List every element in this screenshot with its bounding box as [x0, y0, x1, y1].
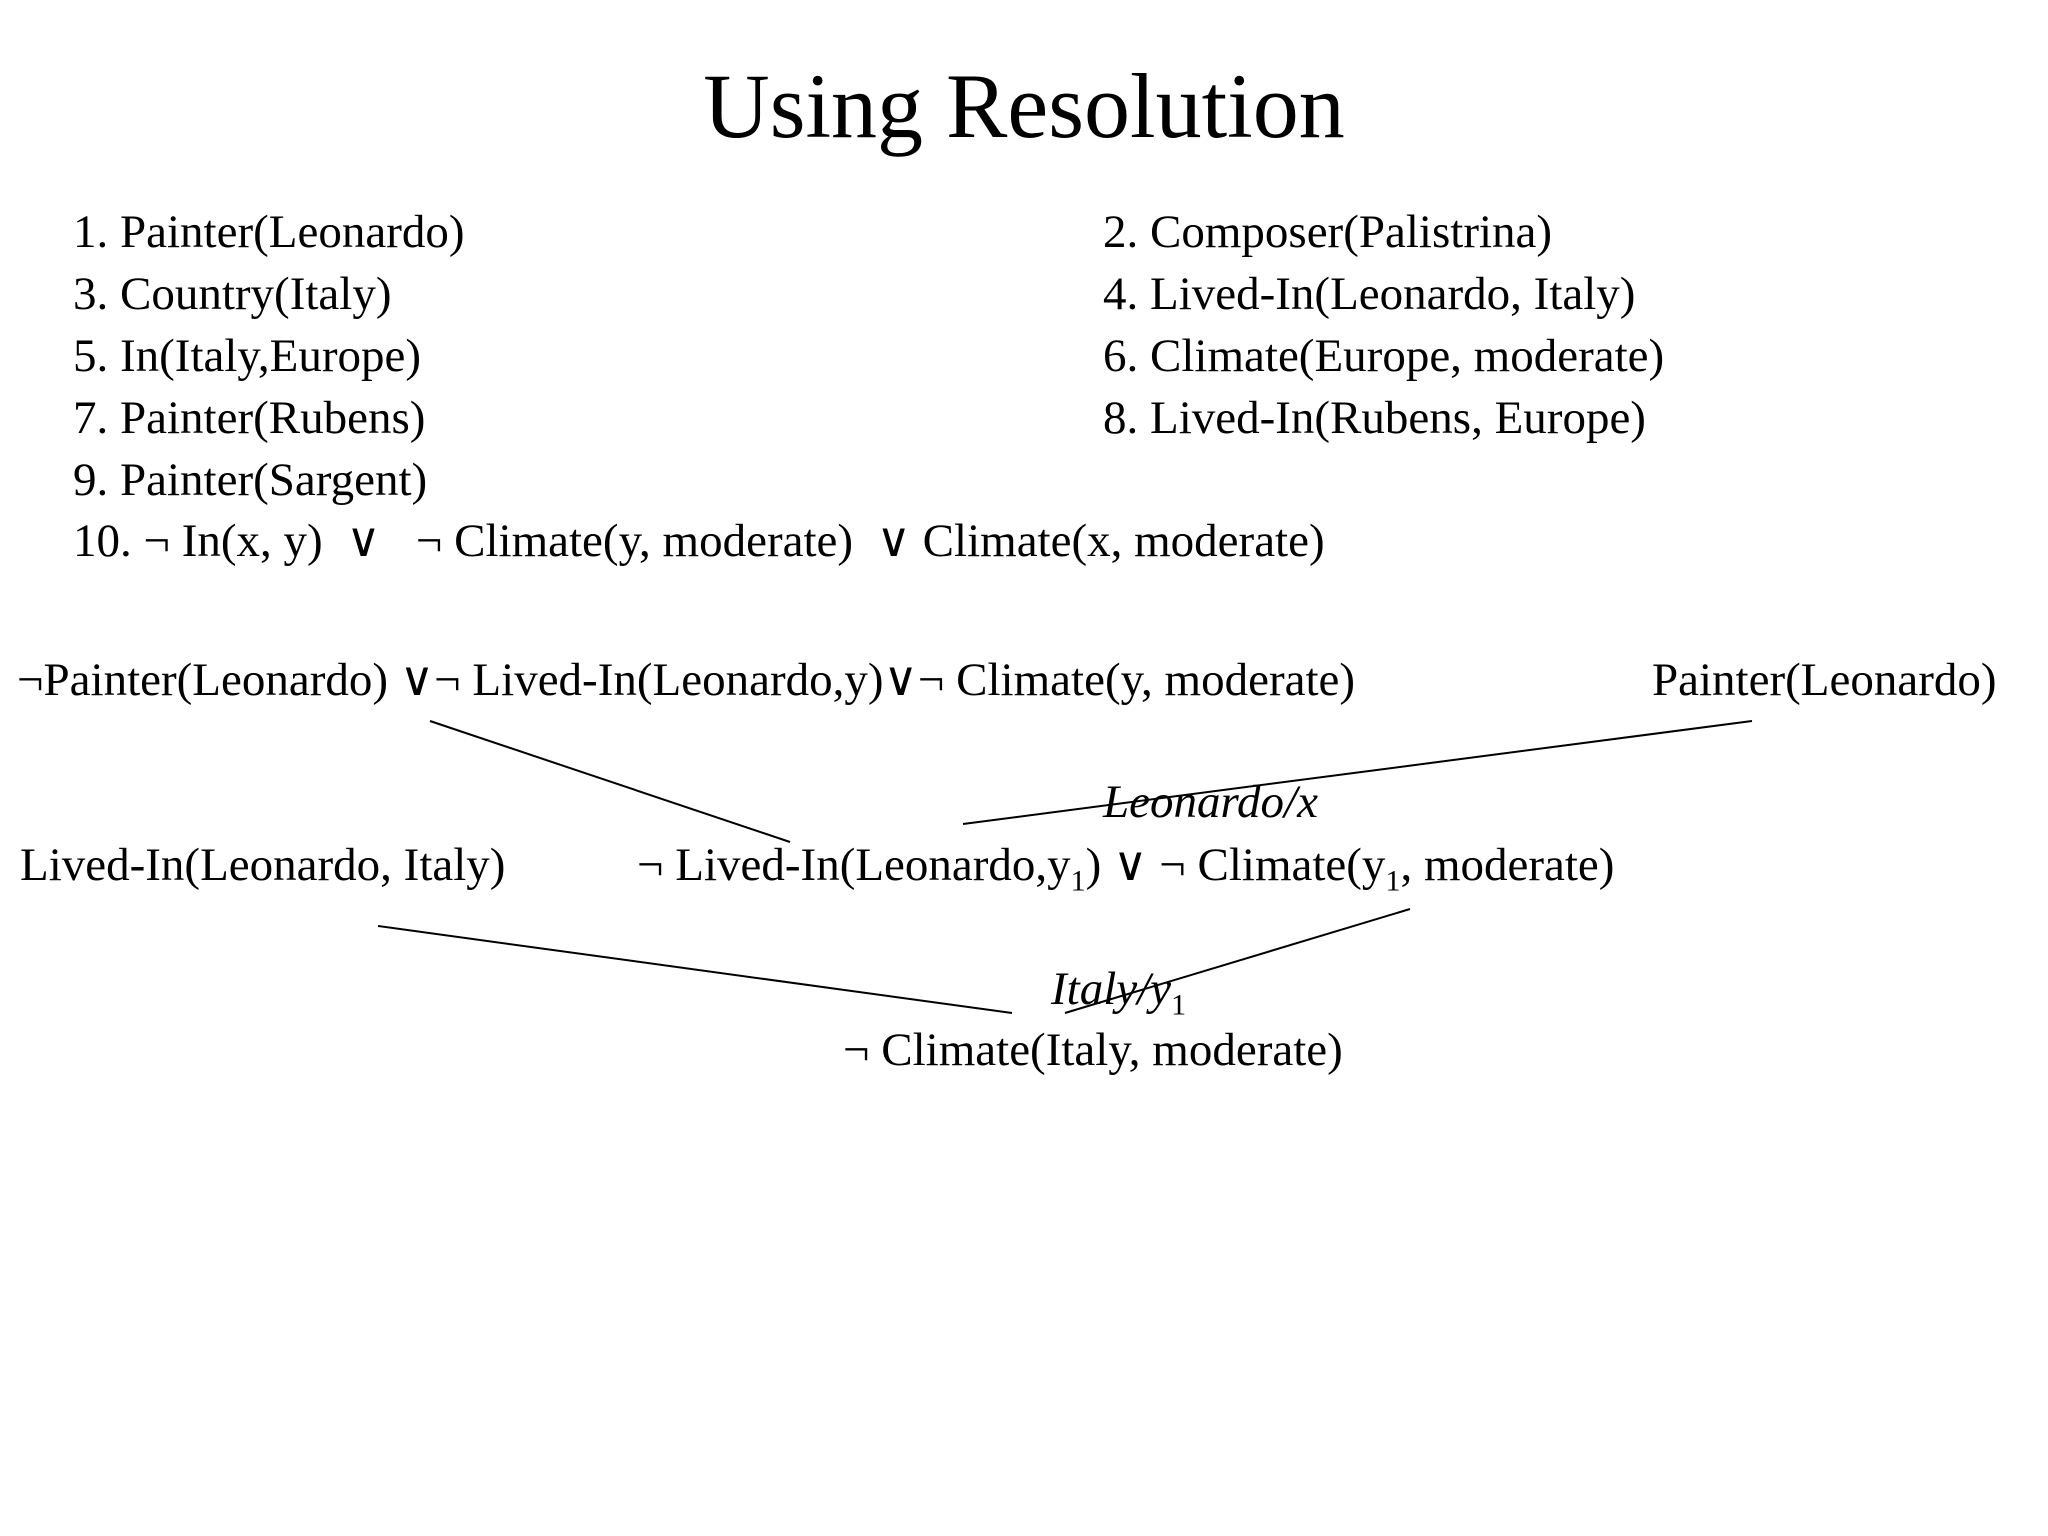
clause-mid-right-part1: ¬ Lived-In(Leonardo,y [637, 839, 1071, 891]
fact-7: 7. Painter(Rubens) [73, 392, 426, 444]
clause-mid-left: Lived-In(Leonardo, Italy) [20, 839, 506, 891]
fact-5: 5. In(Italy,Europe) [73, 330, 422, 382]
clause-mid-right-part2: ) ∨ ¬ Climate(y [1085, 839, 1386, 891]
fact-4: 4. Lived-In(Leonardo, Italy) [1103, 268, 1636, 320]
clause-mid-right-sub1: 1 [1070, 864, 1086, 898]
clause-top-right: Painter(Leonardo) [1652, 654, 1997, 706]
edge-topright-to-mid [962, 720, 1753, 825]
substitution-leonardo-x: Leonardo/x [1103, 776, 1318, 828]
slide-title: Using Resolution [703, 55, 1345, 157]
fact-3: 3. Country(Italy) [73, 268, 392, 320]
edge-topleft-to-mid [429, 720, 791, 843]
fact-8: 8. Lived-In(Rubens, Europe) [1103, 392, 1646, 444]
clause-mid-right-part3: , moderate) [1400, 839, 1615, 891]
substitution-italy-text: Italy/y [1051, 963, 1172, 1015]
clause-final: ¬ Climate(Italy, moderate) [843, 1024, 1343, 1076]
fact-9: 9. Painter(Sargent) [73, 454, 428, 506]
clause-mid-right: ¬ Lived-In(Leonardo,y1) ∨ ¬ Climate(y1, … [637, 838, 1615, 896]
substitution-italy-sub: 1 [1171, 988, 1187, 1022]
fact-6: 6. Climate(Europe, moderate) [1103, 330, 1665, 382]
clause-mid-right-sub2: 1 [1385, 864, 1401, 898]
fact-1: 1. Painter(Leonardo) [73, 206, 465, 258]
fact-10: 10. ¬ In(x, y) ∨ ¬ Climate(y, moderate) … [73, 515, 1325, 567]
clause-top-left: ¬Painter(Leonardo) ∨¬ Lived-In(Leonardo,… [17, 654, 1356, 706]
substitution-italy-y1: Italy/y1 [1051, 962, 1186, 1020]
edge-midleft-to-final [377, 925, 1013, 1014]
fact-2: 2. Composer(Palistrina) [1103, 206, 1553, 258]
